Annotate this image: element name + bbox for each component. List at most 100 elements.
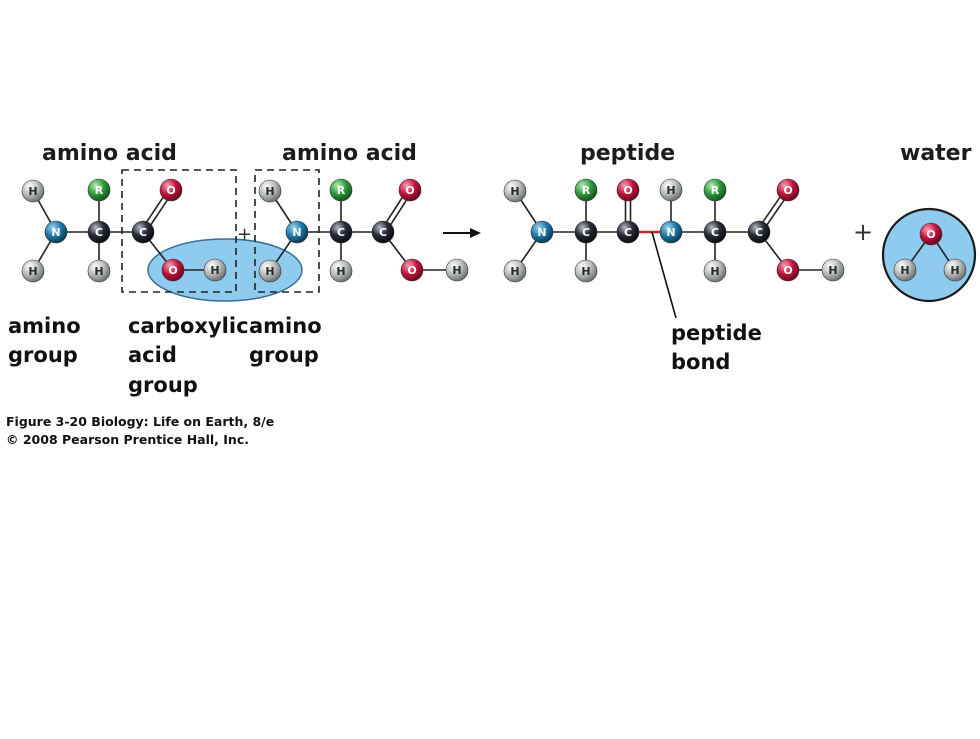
hydrogen-atom: H bbox=[445, 258, 469, 282]
atom-symbol: H bbox=[452, 264, 461, 277]
label-text: amino bbox=[249, 314, 322, 338]
atom-symbol: O bbox=[166, 184, 175, 197]
label-text: acid bbox=[128, 343, 177, 367]
atom-symbol: C bbox=[755, 226, 763, 239]
atom-symbol: O bbox=[407, 264, 416, 277]
atom-symbol: O bbox=[783, 264, 792, 277]
atom-symbol: H bbox=[900, 264, 909, 277]
carboxyl-group-box bbox=[121, 169, 237, 293]
hydrogen-atom: H bbox=[87, 259, 111, 283]
atom-symbol: C bbox=[337, 226, 345, 239]
atom-symbol: H bbox=[336, 265, 345, 278]
title-amino-acid-1: amino acid bbox=[42, 141, 177, 166]
atom-symbol: C bbox=[95, 226, 103, 239]
hydrogen-atom: H bbox=[893, 258, 917, 282]
r-group-atom: R bbox=[329, 178, 353, 202]
atom-symbol: C bbox=[379, 226, 387, 239]
r-group-atom: R bbox=[574, 178, 598, 202]
copyright-caption: © 2008 Pearson Prentice Hall, Inc. bbox=[6, 432, 249, 447]
atom-symbol: H bbox=[28, 185, 37, 198]
hydrogen-atom: H bbox=[329, 259, 353, 283]
carbon-atom: C bbox=[87, 220, 111, 244]
hydrogen-atom: H bbox=[21, 259, 45, 283]
oxygen-atom: O bbox=[398, 178, 422, 202]
atom-symbol: N bbox=[537, 226, 546, 239]
carbon-atom: C bbox=[371, 220, 395, 244]
atom-symbol: H bbox=[666, 184, 675, 197]
plus-sign-1: + bbox=[237, 224, 252, 245]
hydrogen-atom: H bbox=[703, 259, 727, 283]
reaction-arrow bbox=[443, 228, 481, 238]
nitrogen-atom: N bbox=[530, 220, 554, 244]
atom-symbol: H bbox=[950, 264, 959, 277]
atom-symbol: H bbox=[581, 265, 590, 278]
label-carboxylic-acid-group: carboxylic acid group bbox=[128, 314, 249, 397]
nitrogen-atom: N bbox=[44, 220, 68, 244]
oxygen-atom: O bbox=[616, 178, 640, 202]
oxygen-atom: O bbox=[776, 258, 800, 282]
figure-caption: Figure 3-20 Biology: Life on Earth, 8/e bbox=[6, 414, 274, 429]
atom-symbol: N bbox=[292, 226, 301, 239]
nitrogen-atom: N bbox=[659, 220, 683, 244]
atom-symbol: R bbox=[711, 184, 720, 197]
atom-symbol: H bbox=[210, 264, 219, 277]
hydrogen-atom: H bbox=[503, 259, 527, 283]
label-text: peptide bbox=[671, 321, 762, 345]
carbon-atom: C bbox=[329, 220, 353, 244]
atom-symbol: H bbox=[265, 265, 274, 278]
atom-symbol: H bbox=[265, 185, 274, 198]
atom-symbol: O bbox=[623, 184, 632, 197]
plus-sign-2: + bbox=[853, 218, 873, 246]
r-group-atom: R bbox=[87, 178, 111, 202]
hydrogen-atom: H bbox=[21, 179, 45, 203]
oxygen-atom: O bbox=[776, 178, 800, 202]
atom-symbol: O bbox=[168, 264, 177, 277]
label-amino-group-2: amino group bbox=[249, 314, 322, 367]
hydrogen-atom: H bbox=[574, 259, 598, 283]
label-peptide-bond: peptide bond bbox=[671, 321, 762, 374]
label-text: amino bbox=[8, 314, 81, 338]
atom-symbol: R bbox=[582, 184, 591, 197]
atom-symbol: H bbox=[510, 185, 519, 198]
atom-symbol: R bbox=[95, 184, 104, 197]
hydrogen-atom: H bbox=[821, 258, 845, 282]
hydrogen-atom: H bbox=[203, 258, 227, 282]
atom-symbol: O bbox=[405, 184, 414, 197]
atom-symbol: N bbox=[666, 226, 675, 239]
atom-symbol: N bbox=[51, 226, 60, 239]
carbon-atom: C bbox=[574, 220, 598, 244]
atom-symbol: H bbox=[828, 264, 837, 277]
title-amino-acid-2: amino acid bbox=[282, 141, 417, 166]
oxygen-atom: O bbox=[161, 258, 185, 282]
title-water: water bbox=[900, 141, 972, 166]
atom-symbol: O bbox=[926, 228, 935, 241]
label-text: group bbox=[128, 373, 198, 397]
nitrogen-atom: N bbox=[285, 220, 309, 244]
label-text: group bbox=[8, 343, 78, 367]
water-circle bbox=[881, 207, 977, 303]
carbon-atom: C bbox=[131, 220, 155, 244]
label-text: carboxylic bbox=[128, 314, 249, 338]
hydrogen-atom: H bbox=[503, 179, 527, 203]
atom-symbol: C bbox=[624, 226, 632, 239]
hydrogen-atom: H bbox=[659, 178, 683, 202]
carbon-atom: C bbox=[616, 220, 640, 244]
hydrogen-atom: H bbox=[258, 259, 282, 283]
title-peptide: peptide bbox=[580, 141, 675, 166]
atom-symbol: R bbox=[337, 184, 346, 197]
carbon-atom: C bbox=[703, 220, 727, 244]
oxygen-atom: O bbox=[159, 178, 183, 202]
atom-symbol: O bbox=[783, 184, 792, 197]
atom-symbol: H bbox=[710, 265, 719, 278]
atom-symbol: H bbox=[94, 265, 103, 278]
hydrogen-atom: H bbox=[943, 258, 967, 282]
atom-symbol: C bbox=[582, 226, 590, 239]
peptide-bond-pointer bbox=[651, 231, 677, 319]
label-amino-group-1: amino group bbox=[8, 314, 81, 367]
carbon-atom: C bbox=[747, 220, 771, 244]
label-text: group bbox=[249, 343, 319, 367]
amino-group-box bbox=[254, 169, 320, 293]
atom-symbol: H bbox=[28, 265, 37, 278]
